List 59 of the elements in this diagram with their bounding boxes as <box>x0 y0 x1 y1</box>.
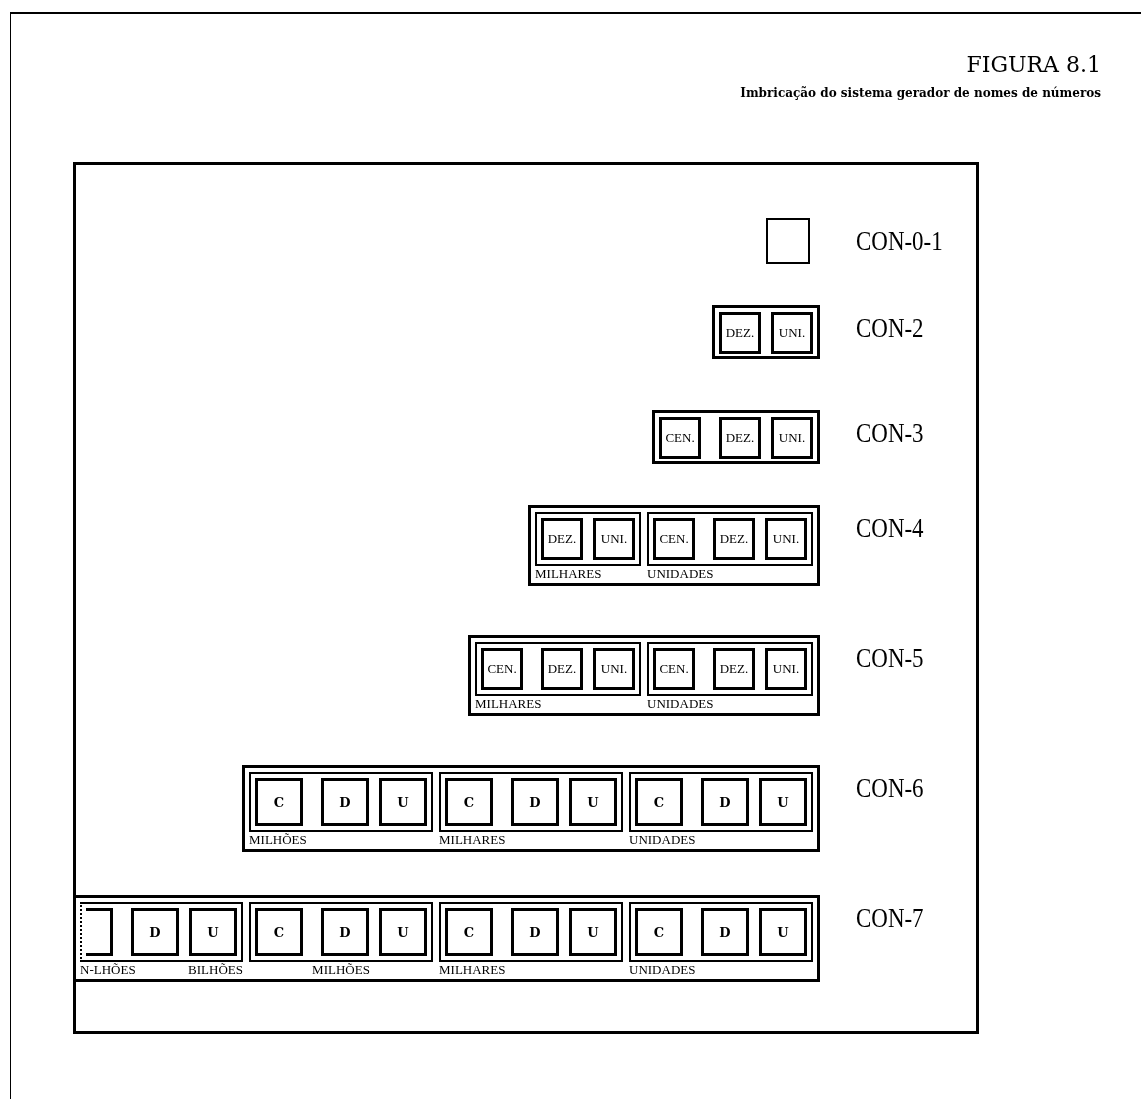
digit-box: DEZ. <box>713 518 755 560</box>
digit-box: CEN. <box>659 417 701 459</box>
digit-box: U <box>759 778 807 826</box>
diagram-frame <box>73 162 979 1034</box>
digit-box: DEZ. <box>719 312 761 354</box>
row-label: CON-4 <box>856 513 925 544</box>
digit-box: UNI. <box>593 648 635 690</box>
digit-box: CEN. <box>653 518 695 560</box>
digit-box: DEZ. <box>541 648 583 690</box>
digit-box: D <box>511 778 559 826</box>
digit-box: U <box>759 908 807 956</box>
row-label: CON-2 <box>856 313 925 344</box>
group-label: MILHARES <box>439 832 506 847</box>
digit-box: U <box>569 908 617 956</box>
digit-box: D <box>131 908 179 956</box>
figure-caption: Imbricação do sistema gerador de nomes de números <box>740 86 1101 100</box>
digit-box: C <box>255 778 303 826</box>
figure-title: FIGURA 8.1 <box>966 52 1101 77</box>
group-label: MILHÕES <box>249 832 307 847</box>
digit-box: UNI. <box>593 518 635 560</box>
partial-box <box>86 908 113 956</box>
digit-box: DEZ. <box>719 417 761 459</box>
group-label: BILHÕES <box>188 962 243 977</box>
digit-box: U <box>189 908 237 956</box>
digit-box: C <box>255 908 303 956</box>
group-label: MILHARES <box>475 696 542 711</box>
row-label: CON-5 <box>856 643 925 674</box>
digit-box: UNI. <box>765 518 807 560</box>
digit-box: C <box>445 908 493 956</box>
group-label: MILHARES <box>535 566 602 581</box>
digit-box: C <box>445 778 493 826</box>
digit-box: D <box>321 778 369 826</box>
group-label: UNIDADES <box>647 566 714 581</box>
digit-box: U <box>379 908 427 956</box>
digit-box: CEN. <box>481 648 523 690</box>
digit-box: DEZ. <box>713 648 755 690</box>
digit-box: CEN. <box>653 648 695 690</box>
group-label: N-LHÕES <box>80 962 136 977</box>
digit-box: D <box>701 908 749 956</box>
group-label: UNIDADES <box>647 696 714 711</box>
digit-box: DEZ. <box>541 518 583 560</box>
group-label: MILHÕES <box>312 962 370 977</box>
digit-box: C <box>635 908 683 956</box>
row-label: CON-3 <box>856 418 925 449</box>
digit-box: D <box>701 778 749 826</box>
digit-box: U <box>379 778 427 826</box>
digit-box: C <box>635 778 683 826</box>
group-label: MILHARES <box>439 962 506 977</box>
row-label: CON-7 <box>856 903 925 934</box>
digit-box: UNI. <box>771 417 813 459</box>
digit-box: D <box>321 908 369 956</box>
row-label: CON-6 <box>856 773 925 804</box>
group-label: UNIDADES <box>629 832 696 847</box>
digit-box: U <box>569 778 617 826</box>
row-label: CON-0-1 <box>856 226 941 257</box>
group-label: UNIDADES <box>629 962 696 977</box>
digit-box: UNI. <box>771 312 813 354</box>
digit-box: UNI. <box>765 648 807 690</box>
digit-box: D <box>511 908 559 956</box>
